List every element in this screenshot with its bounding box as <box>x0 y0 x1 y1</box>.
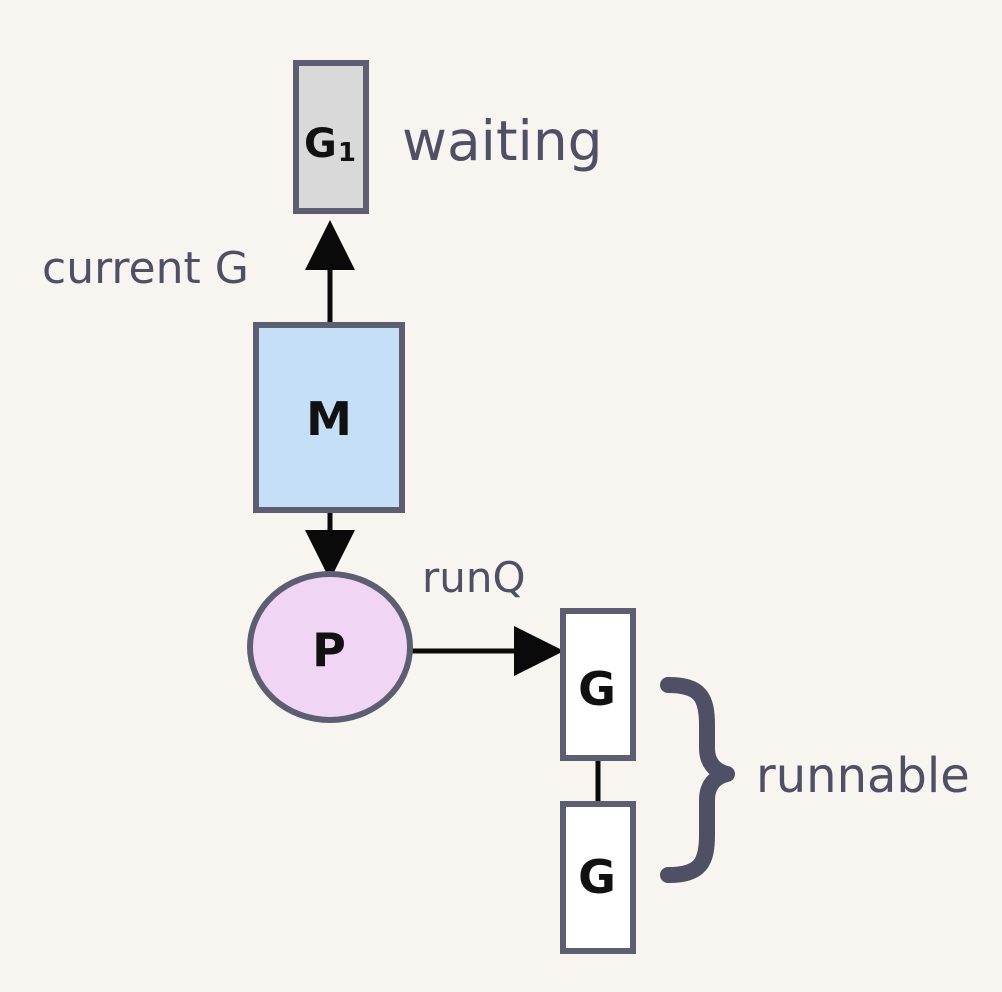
g-runnable-top-node: G <box>560 608 636 761</box>
runq-label: runQ <box>422 553 526 602</box>
current-g-label: current G <box>42 243 249 294</box>
g-runnable-bottom-box <box>560 801 636 954</box>
runnable-label: runnable <box>756 748 970 804</box>
g1-node: G1 <box>293 60 369 214</box>
p-circle <box>247 571 413 723</box>
g1-label: G1 <box>304 121 356 168</box>
runnable-brace <box>660 677 735 883</box>
g-runnable-top-label: G <box>578 662 616 716</box>
m-label: M <box>306 392 352 446</box>
g-runnable-bottom-label: G <box>578 850 616 904</box>
p-node: P <box>247 571 413 723</box>
m-node: M <box>253 322 405 513</box>
g-runnable-top-box <box>560 608 636 761</box>
g1-subscript: 1 <box>338 138 356 168</box>
g1-box <box>293 60 369 214</box>
g-runnable-bottom-node: G <box>560 801 636 954</box>
waiting-label: waiting <box>402 109 603 173</box>
p-label: P <box>312 623 346 677</box>
m-box <box>253 322 405 513</box>
